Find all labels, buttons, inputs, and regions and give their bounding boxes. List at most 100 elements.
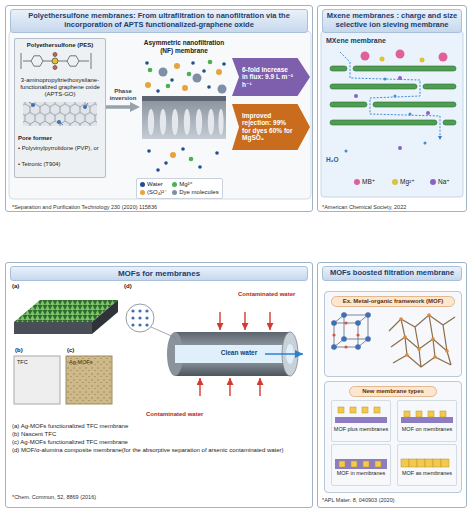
result-arrow: 6-fold increase in flux: 9.9 L m⁻² h⁻¹ xyxy=(232,58,310,96)
nf-membrane xyxy=(142,101,226,139)
mof-network xyxy=(389,315,455,367)
edge-label: Phase inversion xyxy=(108,88,138,102)
ions xyxy=(409,113,412,116)
material-box: Polyethersulfone (PES)3-aminopropyltriet… xyxy=(14,38,106,178)
tfc-membrane-3d xyxy=(14,300,118,334)
ion-path xyxy=(340,52,440,140)
tube-membrane xyxy=(229,378,230,396)
permeate-solutes xyxy=(181,147,185,151)
type-name: MOF on membranes xyxy=(398,426,456,432)
membrane-type-icons xyxy=(363,461,369,467)
citation: *American Chemical Society, 2022 xyxy=(322,204,462,210)
membrane-type-icons xyxy=(401,417,453,423)
mof-network xyxy=(389,313,455,367)
membrane-photo xyxy=(14,356,60,404)
example-box: Ex. Metal-organic framework (MOF) xyxy=(324,291,462,377)
panel: MOFs for membranes(a)(b)TFC(c)Ag-MOFs(d)… xyxy=(5,262,313,508)
mof-lattice xyxy=(344,345,347,348)
panel-title: Mxene membranes : charge and size select… xyxy=(322,9,462,33)
membrane-type-icons xyxy=(433,459,441,467)
pes-structure xyxy=(53,66,57,70)
membrane-type: MOF on membranes xyxy=(397,400,457,442)
ions xyxy=(424,142,427,145)
feed-solutes xyxy=(182,85,188,91)
tube-membrane xyxy=(131,316,134,319)
graphene-oxide-sheet xyxy=(83,105,87,109)
panel-title: MOFs boosted filtration membrane xyxy=(322,266,462,281)
feed-solutes xyxy=(145,60,227,94)
ion-label: Na⁺ xyxy=(438,178,464,186)
membrane-type-icons xyxy=(417,459,425,467)
mof-network xyxy=(427,313,431,317)
membrane-type-icons xyxy=(339,461,381,467)
caption-line: (b) Nascent TFC xyxy=(12,431,308,438)
pes-structure xyxy=(31,56,43,66)
feed-solutes xyxy=(159,68,168,77)
membrane-type-icons xyxy=(339,461,345,467)
pes-structure xyxy=(21,53,91,70)
tube-membrane xyxy=(259,378,260,396)
mof-network xyxy=(399,313,449,359)
graphene-oxide-sheet xyxy=(23,102,97,126)
mof-network xyxy=(403,335,407,339)
panel: MOFs boosted filtration membraneEx. Meta… xyxy=(317,262,467,508)
ions xyxy=(384,78,387,81)
feed-solutes xyxy=(208,60,213,65)
ions xyxy=(396,50,405,59)
legend-item: Mg²⁺ xyxy=(172,181,218,188)
ions xyxy=(380,57,385,62)
mof-network xyxy=(405,353,409,357)
membrane-type-icons xyxy=(374,407,380,413)
membrane-type-icons xyxy=(416,411,422,417)
caption-line: (a) Ag-MOFs functionalized TFC membrane xyxy=(12,423,308,430)
membrane-figure: Asymmetric nanofiltration (NF) membrane xyxy=(140,38,228,176)
mof-lattice xyxy=(341,312,347,318)
membrane-type-icons xyxy=(335,407,453,469)
membrane-label: Asymmetric nanofiltration (NF) membrane xyxy=(140,39,228,54)
feed-solutes xyxy=(148,68,153,73)
feed-solutes xyxy=(193,74,202,83)
ion-label: MB⁺ xyxy=(362,178,392,186)
material-name: • Tetronic (T904) xyxy=(18,161,104,168)
feed-solutes xyxy=(145,82,151,88)
legend-text: Dye molecules xyxy=(179,189,218,196)
tube-membrane xyxy=(151,327,176,338)
membrane-type-icons xyxy=(440,411,446,417)
tube-membrane xyxy=(138,309,141,312)
ions xyxy=(354,94,358,98)
pes-structure xyxy=(67,56,79,66)
tfc-membrane-3d xyxy=(92,300,118,334)
citation: *APL Mater. 8, 040903 (2020) xyxy=(322,497,462,503)
legend-item: Water xyxy=(140,181,167,188)
panel-ground xyxy=(14,38,106,178)
mof-lattice xyxy=(331,312,371,350)
types-box: New membrane typesMOF plus membranesMOF … xyxy=(324,381,462,493)
legend-swatch xyxy=(172,190,177,195)
legend-swatch xyxy=(140,182,145,187)
membrane-type-icons xyxy=(350,407,356,413)
feed-solutes xyxy=(174,63,180,69)
ions xyxy=(354,179,360,185)
material-name: Pore former xyxy=(18,135,104,142)
mof-lattice xyxy=(332,321,359,348)
flow-label: Contaminated water xyxy=(238,291,310,298)
flow-label: Clean water xyxy=(216,349,262,357)
material-name: • Polyvinylpyrrolidone (PVP), or xyxy=(18,145,104,152)
tfc-membrane-3d xyxy=(14,322,92,334)
panel-ground xyxy=(324,291,462,377)
ion-label: Mg²⁺ xyxy=(400,178,430,186)
nf-membrane xyxy=(184,109,190,135)
sample-label: TFC xyxy=(17,359,57,365)
membrane-type-icons xyxy=(401,459,449,467)
nf-membrane xyxy=(148,109,224,135)
membrane-type-icons xyxy=(338,407,380,413)
graphene-oxide-sheet xyxy=(23,102,97,126)
mof-network xyxy=(431,337,435,341)
tube-membrane xyxy=(269,312,270,330)
mof-lattice xyxy=(356,333,359,336)
membrane-type-icons xyxy=(409,459,417,467)
legend-text: Mg²⁺ xyxy=(179,181,193,188)
mxene-layers xyxy=(330,66,347,71)
